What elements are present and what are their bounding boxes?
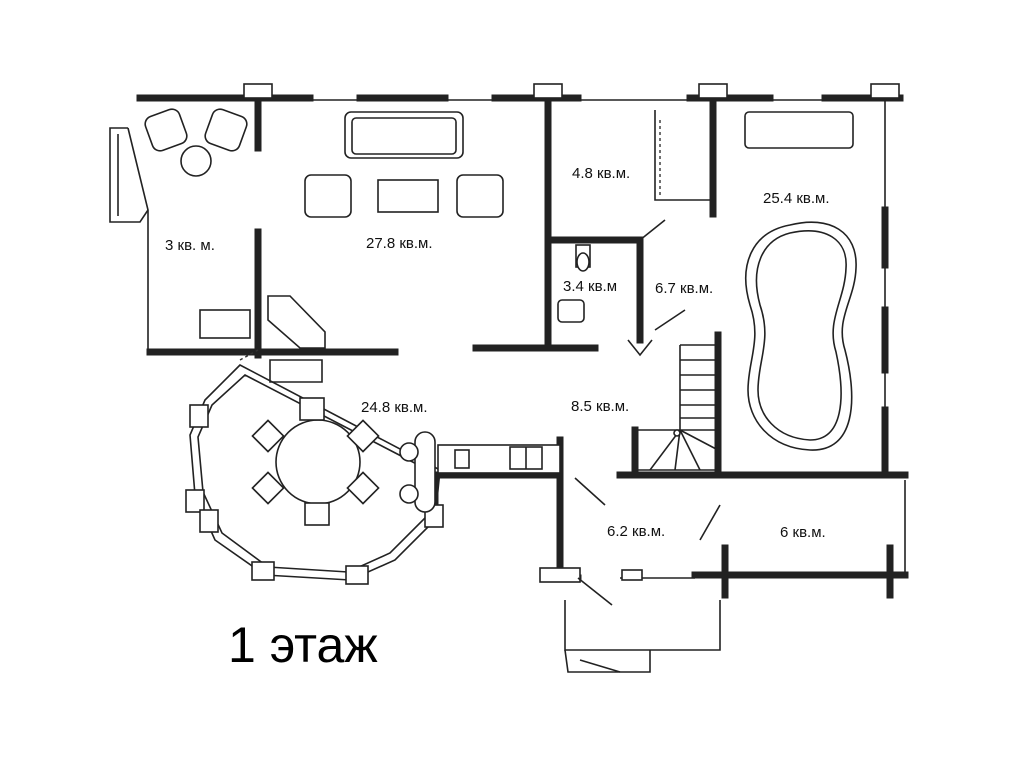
room-area-terrace: 3 кв. м. — [165, 237, 215, 254]
staircase — [649, 359, 719, 471]
room-area-dining: 24.8 кв.м. — [361, 399, 428, 416]
room-area-pool: 25.4 кв.м. — [763, 190, 830, 207]
living-furniture — [144, 108, 504, 383]
doors — [239, 349, 721, 606]
room-area-entry: 6.2 кв.м. — [607, 523, 666, 540]
room-area-corridor: 6.7 кв.м. — [655, 280, 714, 297]
bathroom-fixtures — [557, 219, 686, 357]
floor-title: 1 этаж — [228, 617, 378, 673]
room-area-storage: 4.8 кв.м. — [572, 165, 631, 182]
terrace-bay — [109, 127, 149, 223]
room-area-bathroom: 3.4 кв.м — [563, 278, 618, 295]
room-area-stairs-hall: 8.5 кв.м. — [571, 398, 630, 415]
wall-posts — [243, 83, 900, 583]
dining-octagon — [185, 364, 444, 585]
pool — [744, 111, 857, 451]
walls — [127, 86, 909, 673]
kitchen — [399, 431, 561, 513]
room-area-living: 27.8 кв.м. — [366, 235, 433, 252]
room-area-utility: 6 кв.м. — [780, 524, 826, 541]
